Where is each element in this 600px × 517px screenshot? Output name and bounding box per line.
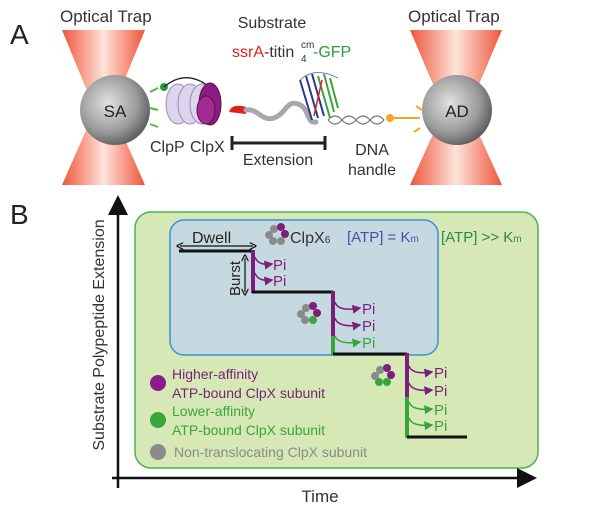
- left-trap-label: Optical Trap: [60, 7, 152, 26]
- panel-b-label: B: [10, 199, 29, 230]
- lower-affinity-swatch: [150, 412, 166, 428]
- panel-a-label: A: [10, 19, 29, 50]
- legend-item-label: Lower-affinity: [172, 403, 255, 419]
- titin-superscript: cm: [301, 40, 314, 51]
- pi-label: Pi: [434, 365, 447, 382]
- sa-bead-label: SA: [104, 102, 127, 121]
- x-axis-label: Time: [301, 487, 338, 506]
- legend-item-label: ATP-bound ClpX subunit: [172, 422, 325, 438]
- substrate-title: Substrate: [238, 15, 307, 32]
- legend-item-label: ATP-bound ClpX subunit: [172, 385, 325, 401]
- km-atp-region: [169, 219, 439, 356]
- sa-bead: [80, 75, 150, 145]
- higher-affinity-swatch: [150, 375, 166, 391]
- panel-a: A Optical Trap Optical Trap SA AD ClpP C…: [10, 7, 502, 185]
- clpx-label: ClpX: [190, 139, 225, 156]
- clpp-label: ClpP: [150, 139, 185, 156]
- y-axis-label: Substrate Polypeptide Extension: [91, 219, 108, 450]
- burst-label: Burst: [227, 260, 244, 296]
- ssra-label: ssrA: [232, 44, 264, 61]
- ad-bead: [422, 75, 492, 145]
- pi-label: Pi: [362, 318, 375, 335]
- ad-bead-label: AD: [445, 102, 469, 121]
- right-trap-label: Optical Trap: [408, 7, 500, 26]
- ssra-tag: [229, 105, 246, 114]
- unfolded-titin-chain: [243, 100, 319, 125]
- pi-label: Pi: [434, 383, 447, 400]
- non-translocating-swatch: [150, 444, 166, 460]
- handle-label: handle: [348, 162, 396, 179]
- step-trace: [179, 249, 467, 439]
- gfp-label: -GFP: [313, 44, 351, 61]
- pi-label: Pi: [273, 273, 286, 290]
- gfp-structure: [299, 72, 339, 121]
- dna-handle: [327, 115, 385, 125]
- clpx-unfoldase: [196, 82, 222, 126]
- pi-label: Pi: [434, 418, 447, 435]
- clpx6-label: ClpX6: [290, 230, 331, 247]
- antidigoxigenin-linker: [386, 105, 423, 133]
- pi-label: Pi: [362, 335, 375, 352]
- dna-label: DNA: [355, 142, 389, 159]
- legend: Higher-affinity ATP-bound ClpX subunit L…: [150, 366, 367, 460]
- titin-label: -titin: [264, 44, 294, 61]
- extension-bar: [230, 136, 327, 150]
- pi-label: Pi: [434, 402, 447, 419]
- legend-item-label: Non-translocating ClpX subunit: [174, 444, 367, 460]
- clpx-ring-state-3-icon: [371, 364, 395, 386]
- atp-equals-km-label: [ATP] = Km: [347, 229, 419, 246]
- clpx-ring-state-2-icon: [297, 302, 321, 324]
- clpx6-ring-icon: [265, 223, 289, 245]
- substrate-name: ssrA -titin cm 4 -GFP: [232, 40, 351, 65]
- legend-item-label: Higher-affinity: [172, 366, 258, 382]
- pi-label: Pi: [362, 301, 375, 318]
- dwell-label: Dwell: [192, 230, 231, 247]
- panel-b: B Substrate Polypeptide Extension Time D…: [10, 195, 539, 506]
- phosphate-release-arrows: Pi Pi Pi Pi Pi Pi Pi Pi Pi: [254, 256, 447, 435]
- pi-label: Pi: [273, 257, 286, 274]
- titin-subscript: 4: [301, 54, 307, 65]
- atp-much-greater-km-label: [ATP] >> Km: [441, 229, 522, 246]
- extension-label: Extension: [243, 152, 313, 169]
